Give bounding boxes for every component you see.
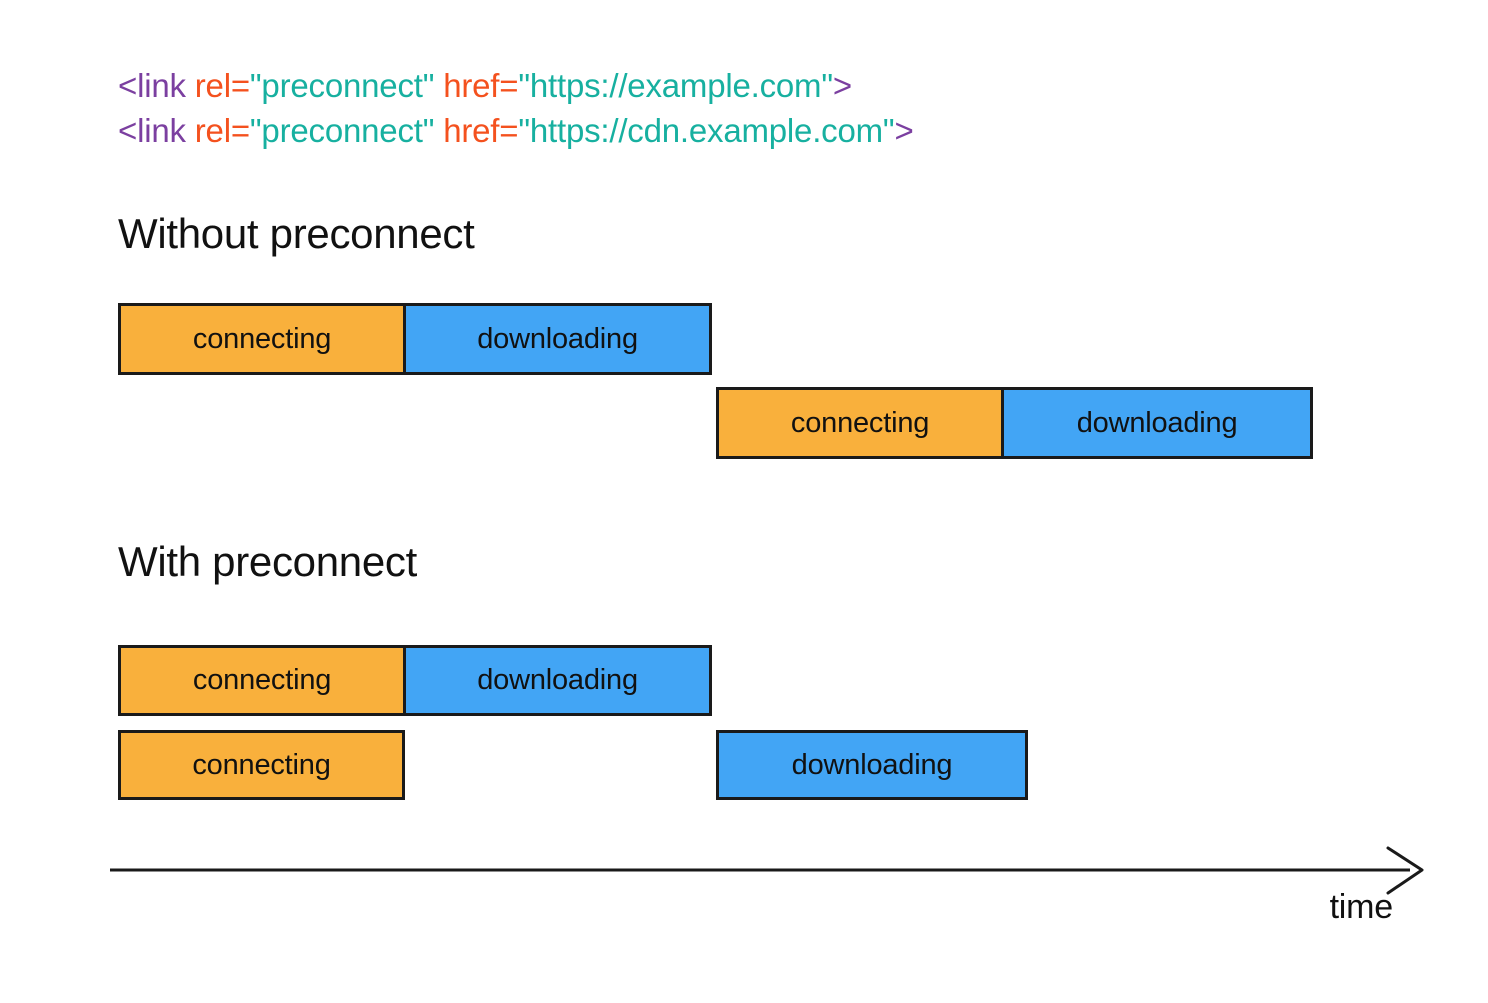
code-token-tag: <link (118, 67, 186, 104)
bar-segment-downloading: downloading (403, 648, 709, 713)
code-token-tag: <link (118, 112, 186, 149)
bar-segment-downloading: downloading (403, 306, 709, 372)
code-token-attr-rel: rel= (185, 67, 250, 104)
code-token-tag-close: > (894, 112, 914, 149)
time-axis-label: time (1329, 888, 1394, 926)
code-token-value-href: "https://example.com" (518, 67, 833, 104)
section-heading-with-preconnect: With preconnect (118, 538, 417, 585)
bar-segment-downloading: downloading (1001, 390, 1310, 456)
bar-segment-connecting: connecting (121, 733, 402, 797)
bar-segment-downloading: downloading (719, 733, 1025, 797)
code-line-1: <link rel="preconnect" href="https://exa… (118, 63, 914, 108)
time-axis-arrowhead (1386, 846, 1424, 895)
code-token-value-rel: "preconnect" (249, 67, 435, 104)
code-token-attr-href: href= (434, 67, 519, 104)
bar-segment-connecting: connecting (121, 306, 404, 372)
code-token-tag-close: > (832, 67, 852, 104)
timeline-bar-with-row2-downloading: downloading (716, 730, 1028, 800)
code-token-value-rel: "preconnect" (249, 112, 435, 149)
time-axis-arrow (110, 846, 1424, 895)
timeline-bar-without-row2: connecting downloading (716, 387, 1313, 459)
code-token-value-href: "https://cdn.example.com" (518, 112, 895, 149)
timeline-bar-with-row2-connecting: connecting (118, 730, 405, 800)
bar-segment-connecting: connecting (121, 648, 404, 713)
timeline-bar-with-row1: connecting downloading (118, 645, 712, 716)
code-snippet: <link rel="preconnect" href="https://exa… (118, 63, 914, 153)
code-token-attr-rel: rel= (185, 112, 250, 149)
section-heading-without-preconnect: Without preconnect (118, 210, 475, 257)
timeline-bar-without-row1: connecting downloading (118, 303, 712, 375)
bar-segment-connecting: connecting (719, 390, 1002, 456)
code-line-2: <link rel="preconnect" href="https://cdn… (118, 108, 914, 153)
code-token-attr-href: href= (434, 112, 519, 149)
